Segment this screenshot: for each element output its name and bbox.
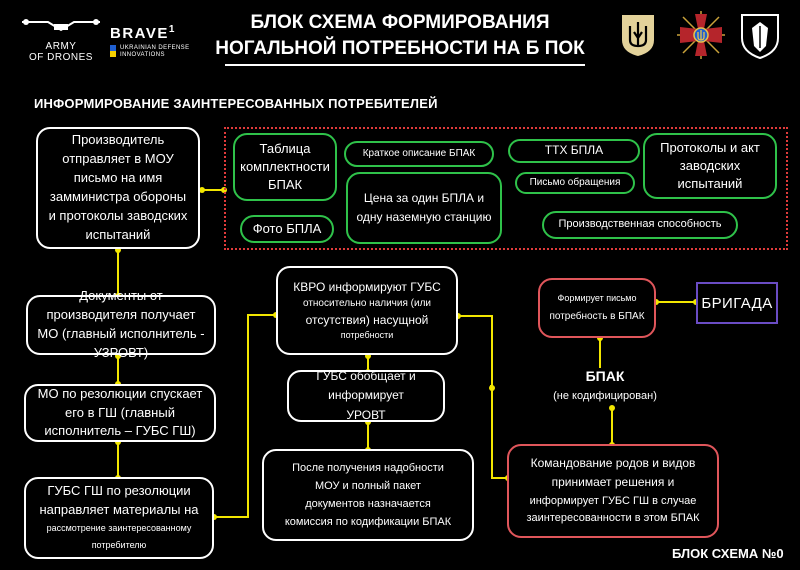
doc-photo-text: Фото БПЛА: [252, 220, 322, 236]
kvro-line4: потребности: [340, 330, 394, 341]
doc-table-completeness: Таблица комплектности БПАК: [233, 133, 337, 201]
doc-tth-text: ТТХ БПЛА: [544, 143, 604, 158]
military-cross-emblem-icon: [677, 11, 725, 59]
command-line4: заинтересованности в этом БПАК: [526, 512, 700, 525]
kvro-line2: относительно наличия (или: [302, 298, 432, 310]
request-letter-box: Формирует письмо потребность в БПАК: [538, 278, 656, 338]
doc-table-completeness-text: Таблица комплектности БПАК: [240, 140, 330, 193]
gubs-resolution-small-text: рассмотрение заинтересованному потребите…: [46, 522, 192, 550]
bpak-subtitle: (не кодифицирован): [553, 390, 657, 402]
commission-box: После получения надобности МОУ и полный …: [262, 449, 474, 541]
commission-line1: После получения надобности: [292, 461, 444, 474]
knight-shield-icon: [741, 14, 779, 60]
connector-command-to-kvro: [458, 315, 493, 388]
doc-price-text: Цена за один БПЛА и одну наземную станци…: [356, 191, 492, 224]
army-logo-line2: OF DRONES: [29, 52, 93, 63]
mo-receives-text: Документы от производителя получает МО (…: [37, 288, 205, 360]
documents-frame: [224, 127, 788, 250]
trident-shield-icon: [622, 15, 654, 56]
brigada-text: БРИГАДА: [701, 294, 773, 312]
doc-letter-text: Письмо обращения: [529, 176, 621, 188]
brave-logo-text: BRAVE: [110, 25, 169, 42]
kvro-line1: КВРО информируют ГУБС: [293, 280, 441, 295]
title-underline: [225, 64, 585, 66]
mo-receives-box: Документы от производителя получает МО (…: [26, 288, 216, 360]
command-decision-box: Командование родов и видов принимает реш…: [507, 444, 719, 538]
doc-photo: Фото БПЛА: [240, 215, 334, 243]
gubs-resolution-box: ГУБС ГШ по резолюции направляет материал…: [24, 477, 214, 559]
doc-letter: Письмо обращения: [515, 172, 635, 194]
command-line3: информирует ГУБС ГШ в случае: [529, 494, 697, 507]
request-line1: Формирует письмо: [557, 292, 637, 303]
manufacturer-letter-box: Производитель отправляет в МОУ письмо на…: [36, 127, 200, 249]
commission-line3: документов назначается: [305, 498, 431, 510]
doc-tth: ТТХ БПЛА: [508, 139, 640, 163]
connector-command-lower: [490, 385, 508, 479]
doc-protocols: Протоколы и акт заводских испытаний: [643, 133, 777, 199]
doc-short-description-text: Краткое описание БПАК: [362, 147, 476, 159]
gubs-resolution-text: ГУБС ГШ по резолюции направляет материал…: [39, 483, 199, 517]
drone-icon: [22, 19, 100, 32]
section-title: ИНФОРМИРОВАНИЕ ЗАИНТЕРЕСОВАННЫХ ПОТРЕБИТ…: [34, 96, 438, 111]
commission-line2: МОУ и полный пакет: [315, 479, 421, 492]
brave1-logo: BRAVE1 UKRAINIAN DEFENSE INNOVATIONS: [110, 22, 210, 62]
bpak-label: БПАК: [585, 368, 625, 384]
page-title-line2: НОГАЛЬНОЙ ПОТРЕБНОСТИ НА Б ПОК: [215, 38, 585, 59]
kvro-line3: отсутствия) насущной: [305, 313, 429, 328]
connector-box4-to-kvro: [213, 314, 276, 518]
request-line2: потребность в БПАК: [549, 311, 645, 323]
page-title-line1: БЛОК СХЕМА ФОРМИРОВАНИЯ: [250, 12, 550, 33]
doc-price: Цена за один БПЛА и одну наземную станци…: [346, 172, 502, 244]
kvro-inform-box: КВРО информируют ГУБС относительно налич…: [276, 266, 458, 355]
mo-resolution-text: МО по резолюции спускает его в ГШ (главн…: [37, 385, 203, 439]
brave-logo-sub2: INNOVATIONS: [120, 52, 165, 58]
brave-logo-sup: 1: [168, 24, 176, 35]
footer-label: БЛОК СХЕМА №0: [672, 546, 784, 561]
manufacturer-letter-text: Производитель отправляет в МОУ письмо на…: [48, 132, 188, 242]
commission-line4: комиссия по кодификации БПАК: [284, 516, 452, 529]
brigada-box: БРИГАДА: [696, 282, 778, 324]
doc-capacity: Производственная способность: [542, 211, 738, 239]
gubs-summary-text: ГУБС обобщает и информирует УРОВТ: [316, 369, 416, 422]
page-title: БЛОК СХЕМА ФОРМИРОВАНИЯ НОГАЛЬНОЙ ПОТРЕБ…: [210, 10, 590, 62]
army-of-drones-logo: ARMY OF DRONES: [18, 14, 104, 64]
command-line1: Командование родов и видов: [530, 456, 696, 471]
brave-logo-sub1: UKRAINIAN DEFENSE: [120, 45, 190, 51]
command-line2: принимает решения и: [551, 475, 675, 490]
gubs-summary-box: ГУБС обобщает и информирует УРОВТ: [287, 369, 445, 422]
doc-capacity-text: Производственная способность: [558, 218, 722, 231]
mo-resolution-box: МО по резолюции спускает его в ГШ (главн…: [24, 384, 216, 442]
doc-short-description: Краткое описание БПАК: [344, 141, 494, 167]
army-logo-line1: ARMY: [45, 41, 77, 52]
doc-protocols-text: Протоколы и акт заводских испытаний: [660, 139, 760, 192]
ukraine-flag-icon: [110, 45, 116, 57]
